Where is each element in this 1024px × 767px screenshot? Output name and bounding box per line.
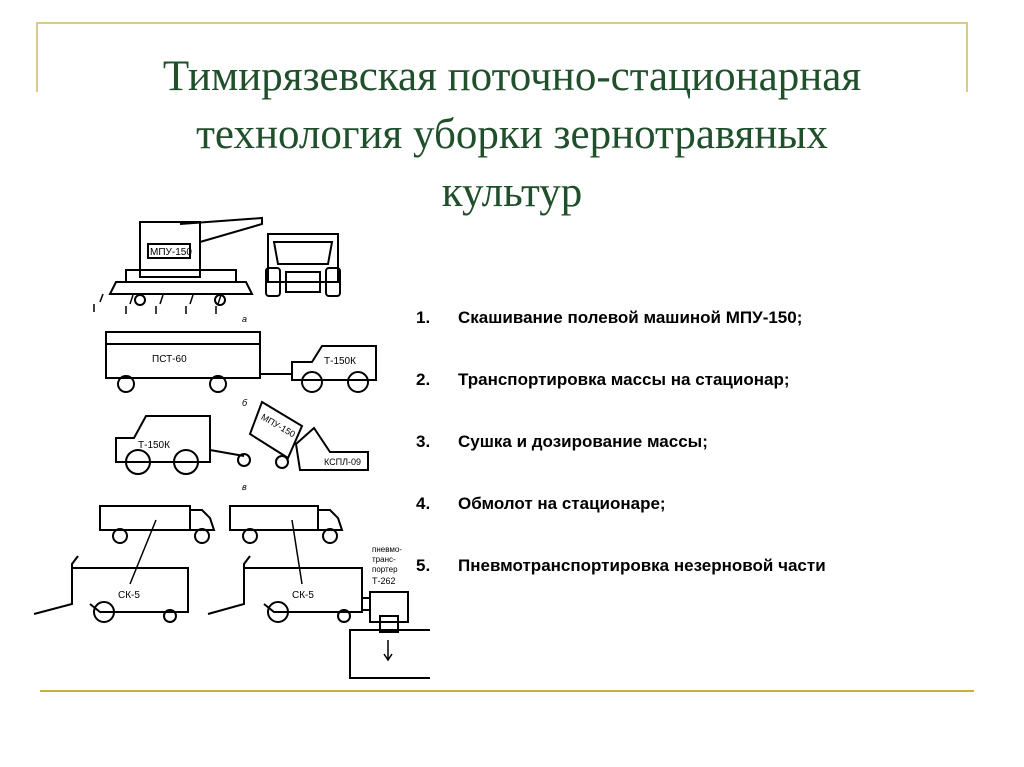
- pneumo-transporter-t262: пневмо- транс- портер Т-262: [349, 545, 430, 679]
- technology-diagram: МПУ-150 а ПСТ-60 Т-150К б Т-150К МПУ-150: [33, 216, 430, 679]
- frame-left-border: [36, 22, 38, 92]
- step-text: Пневмотранспортировка незерновой части: [458, 556, 826, 575]
- section-b-label: б: [242, 398, 248, 408]
- pneumo-label-3: портер: [372, 565, 398, 574]
- tractor-1-label: Т-150К: [324, 356, 356, 367]
- step-text: Сушка и дозирование массы;: [458, 432, 708, 451]
- trailer-label: ПСТ-60: [152, 354, 187, 365]
- title-line-2: технология уборки зернотравяных: [196, 111, 828, 158]
- slide-title: Тимирязевская поточно-стационарная техно…: [60, 48, 964, 222]
- pneumo-label-4: Т-262: [372, 576, 396, 586]
- steps-list: 1. Скашивание полевой машиной МПУ-150; 2…: [416, 308, 1016, 618]
- title-line-1: Тимирязевская поточно-стационарная: [162, 53, 862, 100]
- list-item: 1. Скашивание полевой машиной МПУ-150;: [416, 308, 1016, 370]
- frame-right-border: [966, 22, 968, 92]
- title-line-3: культур: [441, 169, 583, 216]
- pneumo-label-2: транс-: [372, 555, 396, 564]
- section-a-label: а: [242, 314, 247, 324]
- feeder-label: КСПЛ-09: [324, 457, 361, 467]
- section-v-label: в: [242, 482, 247, 492]
- step-number: 1.: [416, 308, 431, 327]
- combine-1-label: СК-5: [118, 590, 140, 601]
- combine-sk5-2: СК-5: [207, 519, 363, 623]
- list-item: 2. Транспортировка массы на стационар;: [416, 370, 1016, 432]
- mpu-harvester-label: МПУ-150: [150, 247, 192, 258]
- list-item: 5. Пневмотранспортировка незерновой част…: [416, 556, 1016, 618]
- bottom-rule: [40, 690, 974, 692]
- trailer-pst60: ПСТ-60: [105, 331, 292, 393]
- pneumo-label-1: пневмо-: [372, 545, 402, 554]
- mpu-dump-label: МПУ-150: [259, 412, 297, 440]
- tractor-2-label: Т-150К: [138, 440, 170, 451]
- truck-2: [229, 505, 344, 544]
- step-number: 5.: [416, 556, 431, 575]
- step-number: 3.: [416, 432, 431, 451]
- mpu-harvester: МПУ-150: [93, 216, 263, 314]
- tractor-t150k-1: Т-150К: [291, 345, 377, 393]
- list-item: 3. Сушка и дозирование массы;: [416, 432, 1016, 494]
- truck-1: [99, 505, 216, 544]
- feeder-kspl09: КСПЛ-09: [294, 426, 369, 471]
- step-number: 2.: [416, 370, 431, 389]
- step-text: Обмолот на стационаре;: [458, 494, 666, 513]
- combine-2-label: СК-5: [292, 590, 314, 601]
- mpu-front-view: [265, 233, 341, 297]
- mpu-dump-body: МПУ-150: [237, 400, 304, 469]
- step-number: 4.: [416, 494, 431, 513]
- combine-sk5-1: СК-5: [33, 519, 189, 623]
- step-text: Транспортировка массы на стационар;: [458, 370, 790, 389]
- tractor-t150k-2: Т-150К: [115, 415, 245, 475]
- frame-top-border: [36, 22, 968, 24]
- step-text: Скашивание полевой машиной МПУ-150;: [458, 308, 803, 327]
- list-item: 4. Обмолот на стационаре;: [416, 494, 1016, 556]
